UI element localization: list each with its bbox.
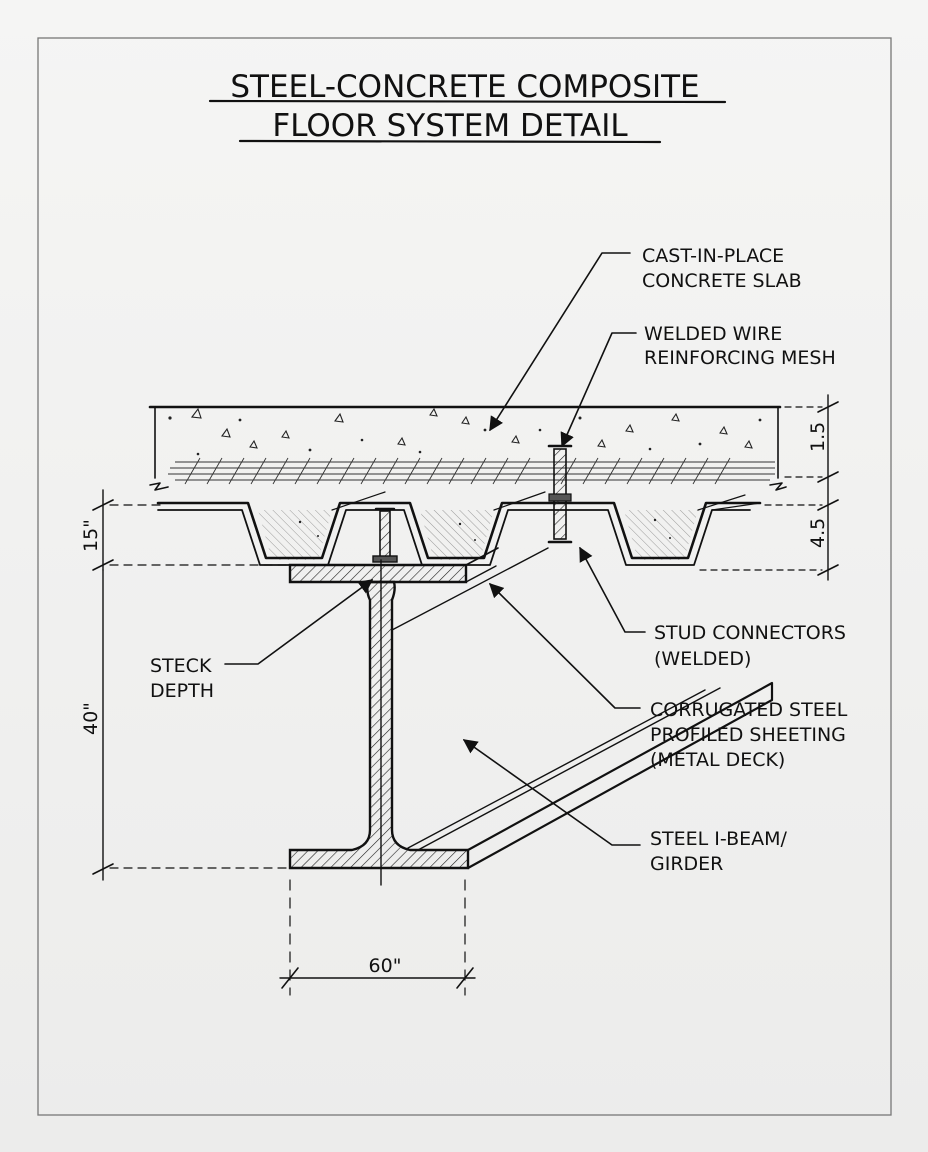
callout-deck: CORRUGATED STEEL PROFILED SHEETING (META… (650, 699, 848, 771)
callout-mesh: WELDED WIRE REINFORCING MESH (644, 323, 836, 369)
callout-steck-depth: STECK DEPTH (150, 655, 214, 702)
svg-text:WELDED WIRE: WELDED WIRE (644, 323, 782, 345)
concrete-slab (148, 405, 787, 491)
title-underline-1 (208, 99, 727, 104)
dimension-label-left-top: 15" (80, 519, 102, 552)
svg-text:REINFORCING MESH: REINFORCING MESH (644, 347, 836, 369)
title-line-2: FLOOR SYSTEM DETAIL (272, 108, 628, 144)
svg-text:CONCRETE SLAB: CONCRETE SLAB (642, 270, 802, 292)
reinforcing-mesh (168, 457, 775, 485)
dimension-flange-width: 60" (279, 879, 476, 996)
dimension-label-beam-depth: 40" (80, 702, 102, 735)
dimension-label-slab-top: 1.5 (807, 422, 829, 452)
dimension-label-flange-width: 60" (369, 955, 402, 977)
svg-text:CORRUGATED STEEL: CORRUGATED STEEL (650, 699, 848, 721)
metal-deck (156, 491, 762, 566)
sheet-border (37, 37, 892, 1116)
svg-text:CAST-IN-PLACE: CAST-IN-PLACE (642, 245, 784, 267)
stud-connector-1 (372, 507, 398, 563)
dimension-right: 1.5 4.5 (699, 394, 839, 581)
dimension-label-deck-height: 4.5 (807, 518, 829, 548)
svg-text:STECK: STECK (150, 655, 212, 677)
dimension-left-top: 15" (80, 489, 291, 571)
steel-i-beam (288, 547, 774, 886)
svg-text:GIRDER: GIRDER (650, 853, 723, 875)
svg-text:STEEL I-BEAM/: STEEL I-BEAM/ (650, 828, 788, 850)
stud-connector-2 (547, 444, 573, 544)
svg-text:PROFILED SHEETING: PROFILED SHEETING (650, 724, 846, 746)
svg-text:(METAL DECK): (METAL DECK) (650, 749, 785, 771)
svg-text:(WELDED): (WELDED) (654, 648, 751, 670)
svg-text:DEPTH: DEPTH (150, 680, 214, 702)
callout-beam: STEEL I-BEAM/ GIRDER (650, 828, 788, 875)
title-underline-2 (238, 139, 662, 144)
title-line-1: STEEL-CONCRETE COMPOSITE (230, 69, 699, 105)
svg-text:STUD CONNECTORS: STUD CONNECTORS (654, 622, 846, 644)
callout-slab: CAST-IN-PLACE CONCRETE SLAB (642, 245, 802, 292)
dimension-beam-depth: 40" (80, 569, 291, 881)
callout-studs: STUD CONNECTORS (WELDED) (654, 622, 846, 670)
leader-lines (224, 252, 646, 846)
